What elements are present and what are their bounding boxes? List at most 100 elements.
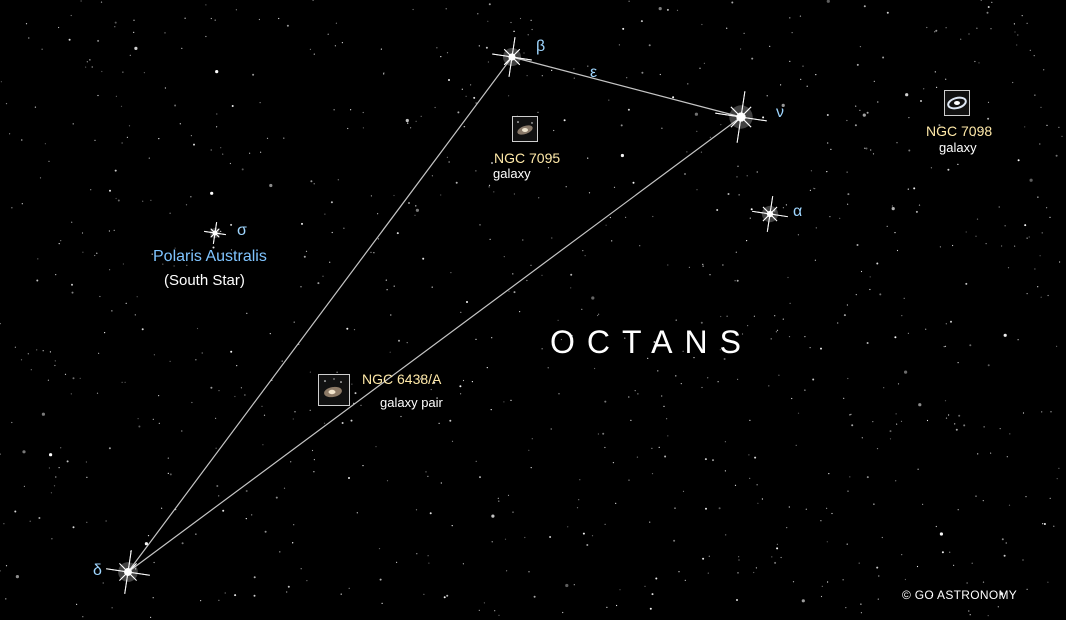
background-star — [191, 401, 193, 404]
background-star — [47, 379, 50, 381]
background-star — [682, 350, 684, 352]
background-star — [360, 404, 362, 406]
background-star — [220, 230, 222, 232]
background-star — [97, 39, 100, 42]
background-star — [781, 103, 785, 107]
background-star — [433, 381, 436, 384]
galaxy-icon[interactable] — [944, 90, 970, 116]
background-star — [987, 101, 990, 103]
background-star — [931, 595, 933, 597]
background-star — [897, 383, 900, 385]
background-star — [647, 357, 649, 359]
background-star — [736, 176, 738, 178]
background-star — [129, 54, 131, 56]
background-star — [422, 257, 425, 260]
background-star — [735, 251, 737, 253]
background-star — [604, 446, 606, 449]
background-star — [85, 461, 87, 463]
background-star — [859, 46, 862, 48]
background-star — [620, 124, 623, 127]
background-star — [108, 230, 110, 232]
background-star — [181, 542, 184, 545]
background-star — [789, 302, 791, 304]
background-star — [375, 446, 377, 448]
background-star — [799, 15, 802, 17]
background-star — [659, 73, 661, 76]
background-star — [161, 507, 163, 509]
galaxy-icon[interactable] — [512, 116, 538, 142]
background-star — [945, 417, 948, 419]
background-star — [814, 188, 816, 190]
background-star — [80, 0, 82, 2]
star-beta[interactable] — [492, 37, 532, 77]
background-star — [939, 532, 944, 536]
background-star — [230, 223, 233, 226]
background-star — [487, 61, 489, 63]
background-star — [275, 496, 278, 499]
background-star — [839, 217, 841, 219]
background-star — [1000, 592, 1004, 596]
background-star — [477, 13, 479, 15]
background-star — [802, 65, 804, 67]
background-star — [114, 21, 117, 24]
background-star — [455, 181, 458, 184]
star-nu[interactable] — [715, 91, 767, 143]
background-star — [150, 199, 152, 201]
background-star — [143, 72, 145, 74]
background-star — [762, 116, 765, 119]
background-star — [235, 9, 237, 11]
background-star — [167, 472, 169, 474]
background-star — [1039, 255, 1041, 257]
background-star — [976, 27, 978, 29]
background-star — [427, 475, 429, 477]
star-delta[interactable] — [106, 550, 150, 594]
background-star — [604, 523, 606, 526]
background-star — [908, 149, 911, 152]
background-star — [738, 194, 740, 196]
background-star — [847, 490, 849, 492]
background-star — [49, 351, 52, 353]
background-star — [805, 508, 807, 510]
background-star — [491, 337, 493, 339]
background-star — [957, 362, 959, 364]
background-star — [615, 502, 617, 504]
background-star — [313, 459, 315, 461]
background-star — [930, 167, 933, 169]
star-sigma[interactable] — [204, 222, 226, 244]
background-star — [41, 412, 46, 416]
background-star — [186, 264, 188, 266]
background-star — [445, 8, 447, 10]
background-star — [396, 232, 399, 235]
background-star — [570, 273, 573, 276]
background-star — [133, 19, 135, 21]
background-star — [466, 301, 468, 303]
background-star — [1025, 496, 1027, 498]
background-star — [300, 286, 302, 288]
background-star — [203, 277, 205, 279]
background-star — [652, 349, 654, 351]
background-star — [882, 56, 885, 59]
background-star — [311, 449, 314, 452]
background-star — [483, 602, 485, 604]
galaxy-pair-icon[interactable] — [318, 374, 350, 406]
background-star — [860, 612, 863, 614]
background-star — [465, 95, 467, 97]
background-star — [597, 433, 600, 435]
background-star — [510, 399, 512, 401]
background-star — [717, 381, 719, 383]
background-star — [229, 162, 231, 165]
background-star — [684, 173, 686, 175]
object-name-ngc6438: NGC 6438/A — [362, 371, 442, 387]
background-star — [771, 556, 773, 558]
background-star — [313, 53, 315, 55]
background-star — [747, 325, 749, 327]
background-star — [1049, 216, 1051, 218]
background-star — [774, 561, 777, 564]
background-star — [336, 371, 338, 373]
star-alpha[interactable] — [752, 196, 788, 232]
background-star — [383, 72, 385, 74]
background-star — [957, 509, 959, 511]
background-star — [973, 135, 975, 137]
background-star — [743, 32, 745, 35]
